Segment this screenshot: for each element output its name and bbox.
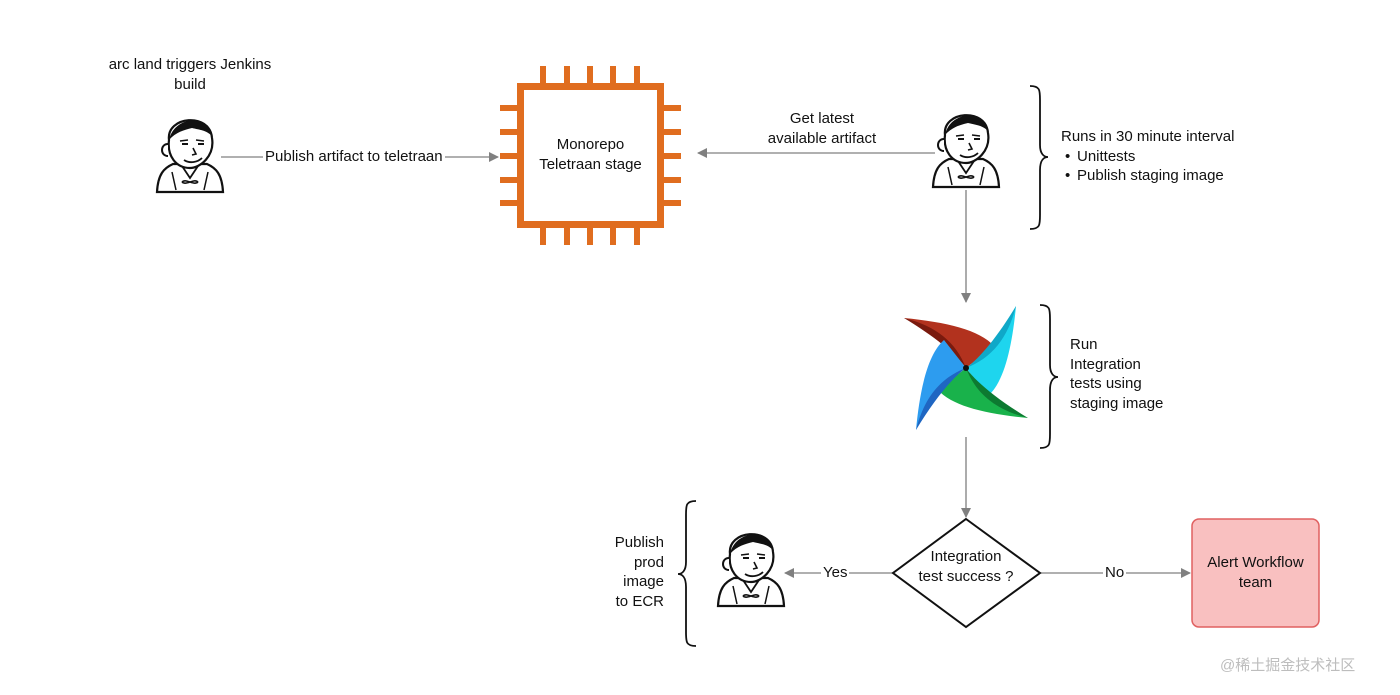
airflow-note-line: Integration — [1070, 355, 1141, 373]
trigger-label-line-2: build — [174, 75, 206, 93]
airflow-pinwheel-icon — [904, 306, 1028, 430]
chip-pin — [661, 200, 681, 206]
yes-label: Yes — [821, 563, 850, 583]
airflow-note: Run Integration tests using staging imag… — [1070, 335, 1163, 413]
publish-prod-line: Publish — [614, 534, 664, 551]
jenkins-publish-icon — [716, 532, 786, 608]
publish-edge-label: Publish artifact to teletraan — [263, 147, 445, 167]
get-artifact-label: Get latest available artifact — [752, 109, 892, 148]
jenkins-scheduler-icon — [931, 113, 1001, 189]
decision-line-2: test success ? — [918, 567, 1014, 585]
alert-box-line-2: team — [1238, 573, 1273, 591]
brace-airflow — [1039, 304, 1059, 449]
interval-note: Runs in 30 minute interval Unittests Pub… — [1061, 127, 1234, 186]
chip-pin — [540, 66, 546, 86]
chip-pin — [500, 153, 520, 159]
trigger-label-line-1: arc land triggers Jenkins — [108, 56, 272, 73]
interval-note-item: Publish staging image — [1061, 166, 1234, 186]
chip-pin — [587, 66, 593, 86]
alert-workflow-box — [1191, 518, 1320, 628]
chip-pin — [634, 66, 640, 86]
publish-prod-line: image — [623, 573, 664, 590]
chip-pin — [500, 177, 520, 183]
decision-label: Integration test success ? — [906, 547, 1026, 586]
alert-box-label: Alert Workflow team — [1192, 553, 1319, 592]
airflow-note-line: staging image — [1070, 394, 1164, 412]
publish-prod-line: prod — [633, 553, 664, 571]
jenkins-trigger-icon — [155, 118, 225, 194]
get-artifact-line-1: Get latest — [789, 110, 855, 127]
monorepo-chip-icon — [500, 66, 681, 245]
watermark: @稀土掘金技术社区 — [1220, 657, 1356, 674]
chip-pin — [564, 225, 570, 245]
airflow-note-line: Run — [1070, 336, 1098, 353]
decision-line-1: Integration — [930, 548, 1002, 565]
decision-diamond — [891, 517, 1042, 629]
chip-pin — [540, 225, 546, 245]
chip-pin — [500, 129, 520, 135]
chip-pin — [661, 177, 681, 183]
chip-pin — [500, 200, 520, 206]
chip-pin — [587, 225, 593, 245]
get-artifact-line-2: available artifact — [767, 129, 877, 147]
chip-pin — [661, 105, 681, 111]
trigger-label: arc land triggers Jenkins build — [100, 55, 280, 94]
chip-pin — [634, 225, 640, 245]
interval-note-list: Unittests Publish staging image — [1061, 147, 1234, 186]
monorepo-box — [517, 83, 664, 228]
chip-pin — [564, 66, 570, 86]
chip-pin — [610, 66, 616, 86]
brace-interval — [1029, 85, 1049, 230]
monorepo-box-label: Monorepo Teletraan stage — [520, 135, 661, 174]
interval-note-title: Runs in 30 minute interval — [1061, 128, 1235, 145]
interval-note-item: Unittests — [1061, 147, 1234, 167]
alert-box-line-1: Alert Workflow — [1207, 554, 1304, 571]
chip-pin — [500, 105, 520, 111]
airflow-note-line: tests using — [1070, 375, 1142, 392]
monorepo-box-line-1: Monorepo — [556, 136, 625, 153]
chip-pin — [610, 225, 616, 245]
chip-pin — [661, 153, 681, 159]
publish-prod-note: Publish prod image to ECR — [580, 533, 664, 611]
monorepo-box-line-2: Teletraan stage — [539, 155, 642, 173]
brace-publish-prod — [677, 500, 697, 647]
publish-prod-line: to ECR — [615, 592, 664, 610]
no-label: No — [1103, 563, 1127, 583]
chip-pin — [661, 129, 681, 135]
